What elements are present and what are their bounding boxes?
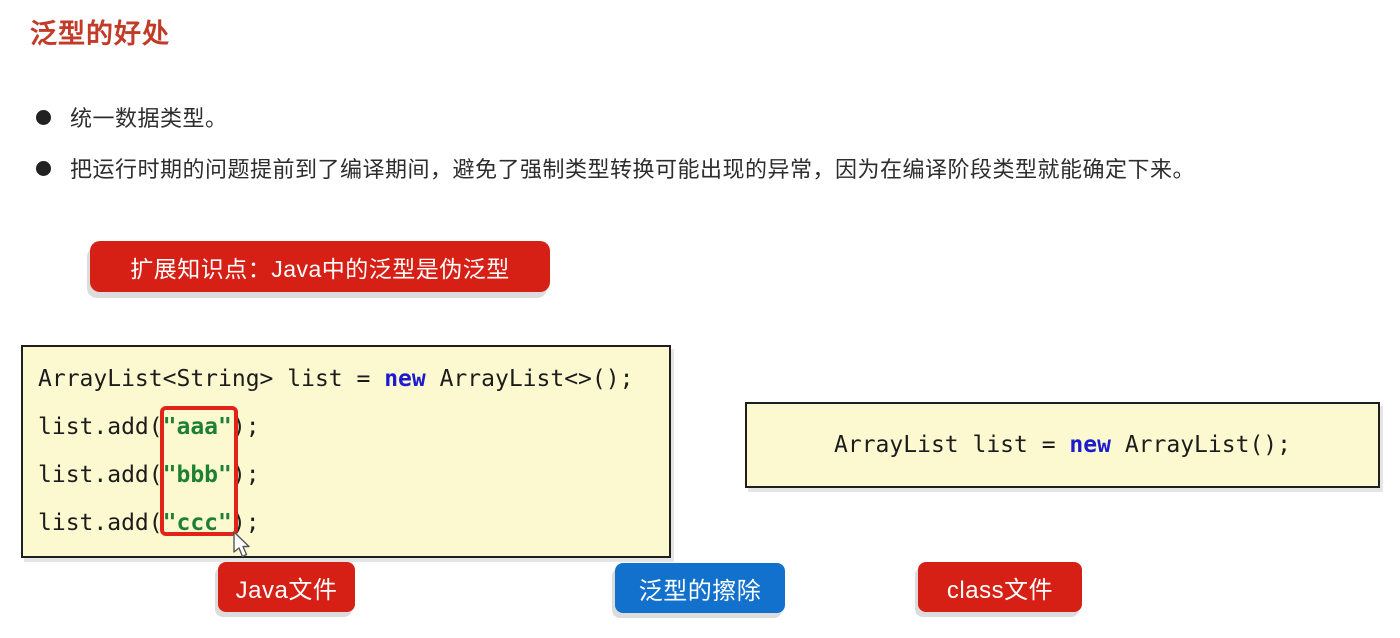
code-segment: list.add( (38, 510, 163, 536)
bullet-text: 把运行时期的问题提前到了编译期间，避免了强制类型转换可能出现的异常，因为在编译阶… (70, 157, 1196, 182)
code-string: "bbb" (162, 462, 232, 488)
bullet-item: 把运行时期的问题提前到了编译期间，避免了强制类型转换可能出现的异常，因为在编译阶… (36, 152, 1195, 184)
code-line: list.add("ccc"); (38, 499, 669, 547)
code-segment: ArrayList<String> list = (38, 366, 385, 392)
bullet-icon (36, 109, 51, 125)
code-segment: list.add( (38, 414, 163, 440)
code-segment: ArrayList<>(); (425, 366, 634, 392)
code-box-java-file: ArrayList<String> list = new ArrayList<>… (21, 345, 671, 558)
code-keyword: new (1069, 432, 1111, 458)
code-string: "aaa" (162, 414, 232, 440)
label-java-file: Java文件 (218, 562, 355, 612)
code-line: ArrayList<String> list = new ArrayList<>… (38, 355, 669, 403)
code-segment: list.add( (38, 462, 163, 488)
code-string: "ccc" (162, 510, 232, 536)
label-generic-erasure: 泛型的擦除 (615, 563, 785, 613)
code-segment: ArrayList list = (834, 432, 1070, 458)
mouse-cursor-icon (233, 531, 250, 558)
code-line: ArrayList list = new ArrayList(); (834, 421, 1291, 469)
bullet-item: 统一数据类型。 (36, 101, 228, 133)
code-segment: ); (231, 414, 260, 440)
label-class-file: class文件 (918, 562, 1082, 612)
code-segment: ArrayList(); (1110, 432, 1291, 458)
callout-badge: 扩展知识点：Java中的泛型是伪泛型 (90, 241, 550, 292)
page-title: 泛型的好处 (30, 19, 170, 49)
code-line: list.add("bbb"); (38, 451, 669, 499)
code-segment: ); (231, 462, 260, 488)
bullet-icon (36, 160, 51, 176)
code-line: list.add("aaa"); (38, 403, 669, 451)
code-keyword: new (384, 366, 426, 392)
code-box-class-file: ArrayList list = new ArrayList(); (745, 402, 1380, 488)
bullet-text: 统一数据类型。 (70, 106, 228, 131)
